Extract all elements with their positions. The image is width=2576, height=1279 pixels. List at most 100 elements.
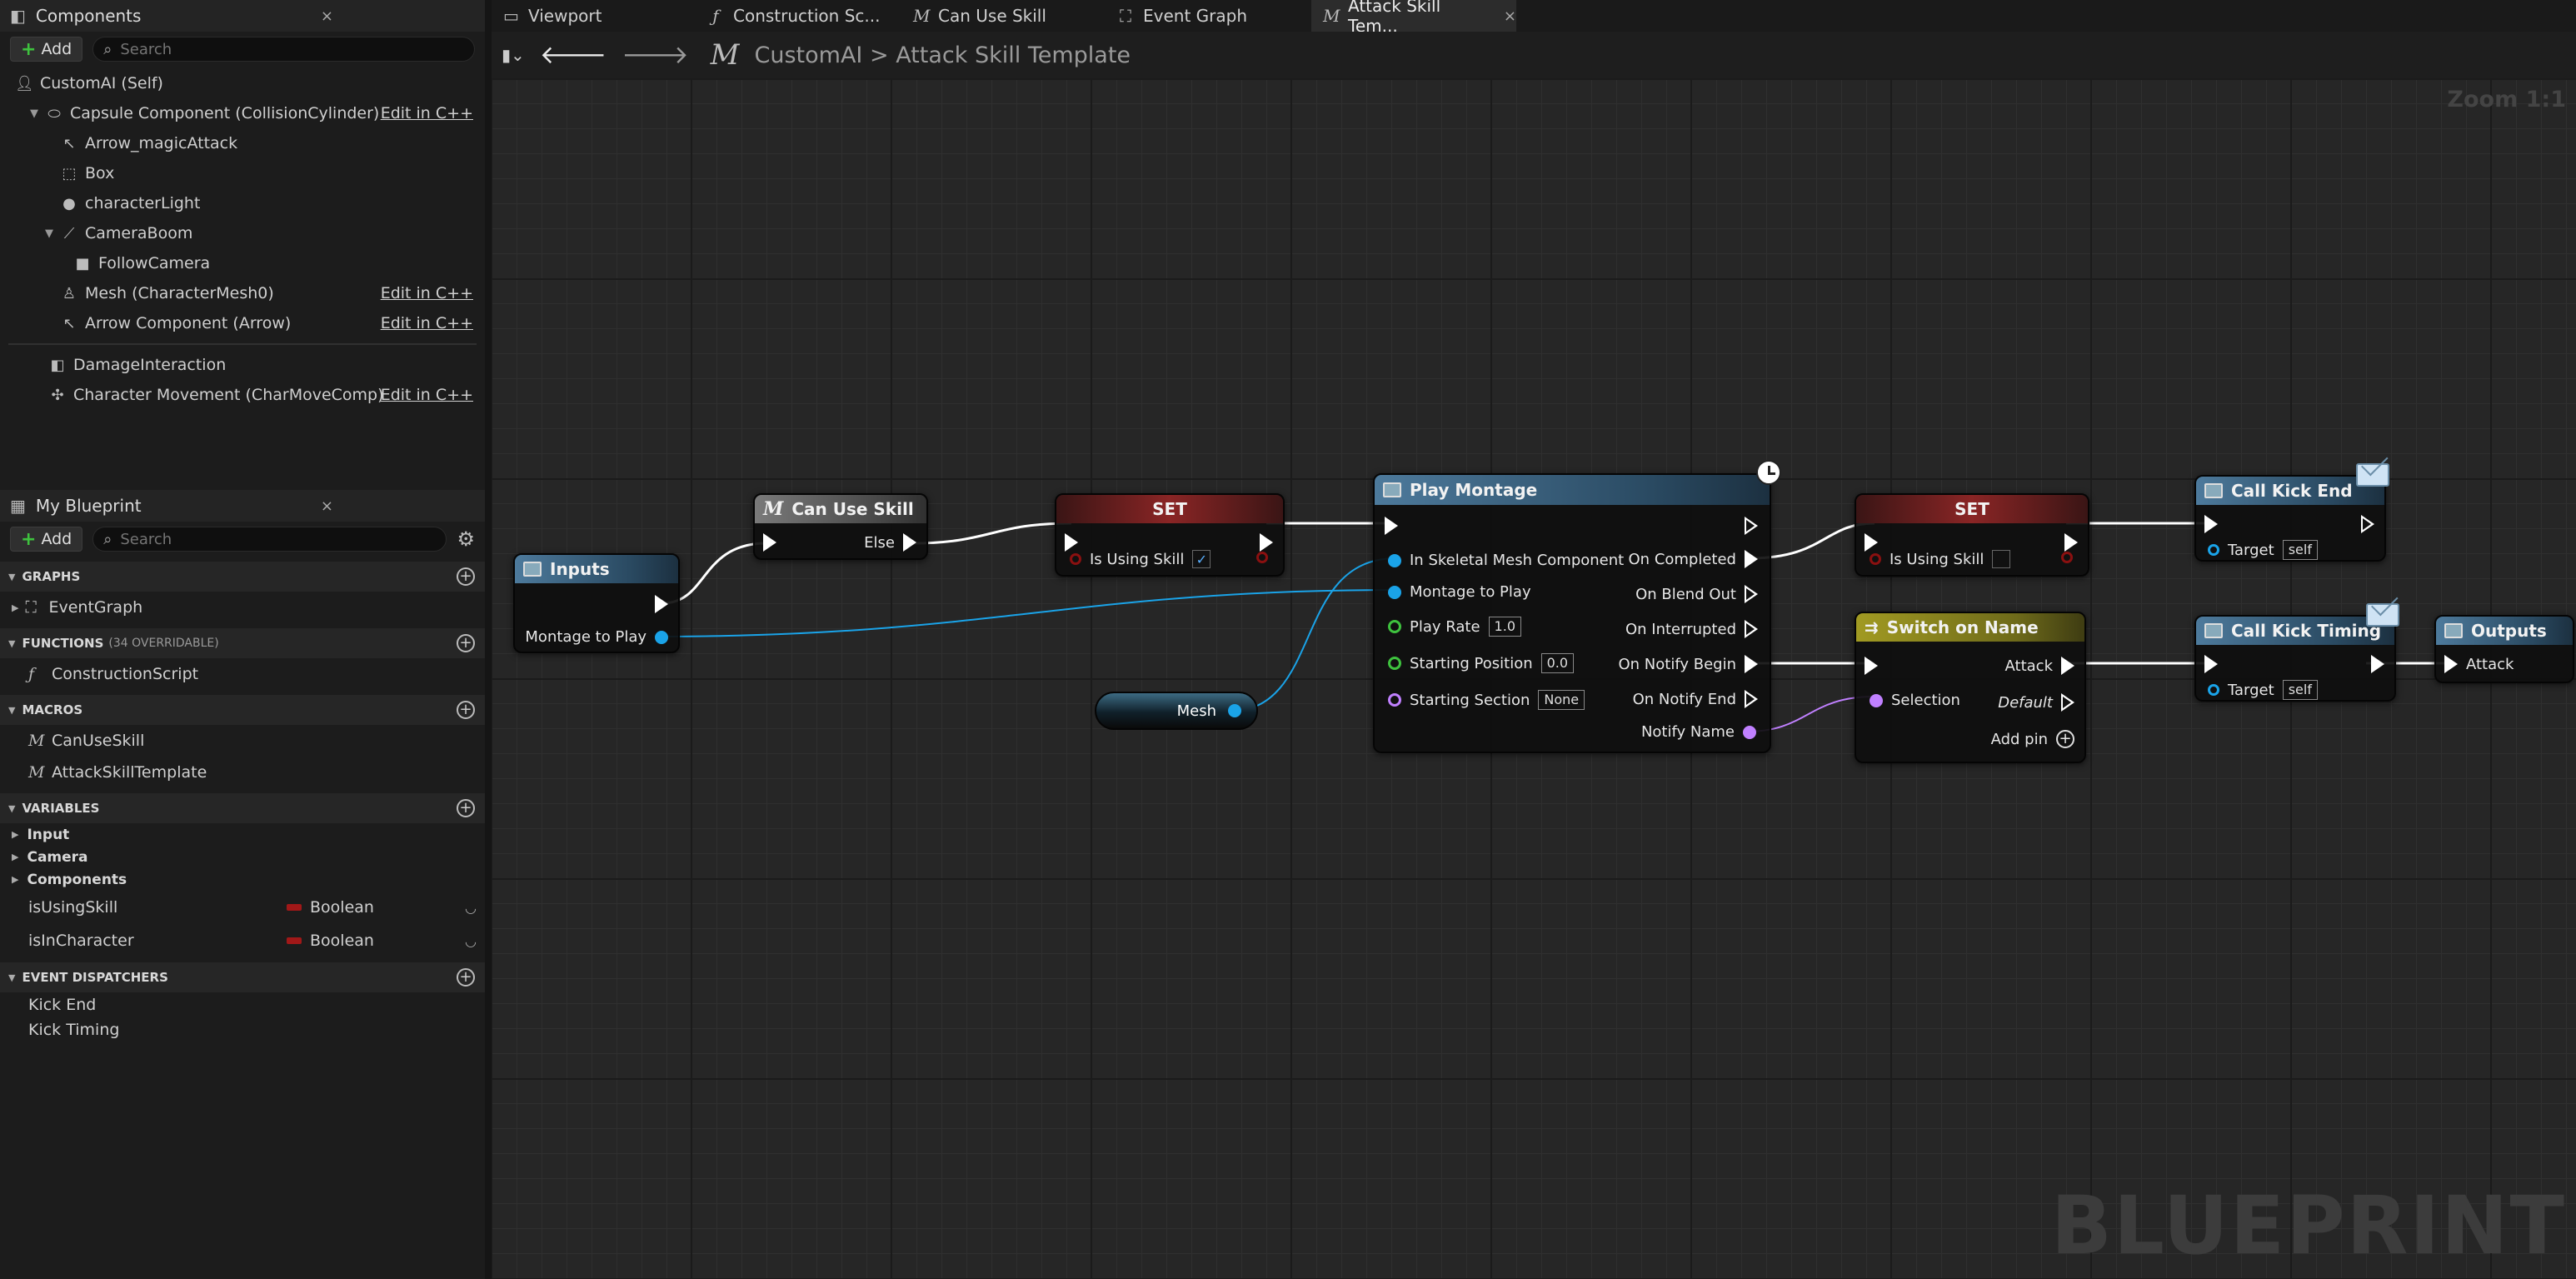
breadcrumb[interactable]: CustomAI > Attack Skill Template [755,42,1131,68]
graphs-section-header[interactable]: ▼ GRAPHS + [0,562,485,592]
object-pin-icon[interactable] [1228,704,1241,717]
forward-arrow-icon[interactable]: 🡒 [622,41,689,70]
exec-out-pin[interactable] [2064,533,2078,552]
components-search-input[interactable] [120,40,464,58]
edit-in-cpp-link[interactable]: Edit in C++ [380,314,473,332]
exec-out-pin[interactable] [655,595,668,613]
variables-section-header[interactable]: ▼ VARIABLES + [0,793,485,823]
add-graph-icon[interactable]: + [457,567,475,586]
graph-item-eventgraph[interactable]: ▶ ⛶ EventGraph [0,592,485,623]
edit-in-cpp-link[interactable]: Edit in C++ [380,386,473,404]
add-pin-button[interactable]: Add pin+ [1991,730,2074,748]
tree-item-self[interactable]: 👤︎ CustomAI (Self) [0,68,485,98]
variable-type[interactable]: Boolean [287,932,374,950]
tree-item-damage[interactable]: ◧ DamageInteraction [0,350,485,380]
checkbox-unchecked[interactable] [1992,550,2011,568]
add-member-button[interactable]: + Add [10,527,83,552]
close-icon[interactable]: × [320,7,333,25]
starting-position-input[interactable]: 0.0 [1540,653,1575,673]
tab-attack-skill-template[interactable]: M Attack Skill Tem... × [1311,0,1516,36]
eye-closed-icon[interactable]: ◡ [465,932,477,949]
tree-item-arrow-magic[interactable]: ↖ Arrow_magicAttack [0,128,485,158]
tree-item-movement[interactable]: ✣ Character Movement (CharMoveComp) Edit… [0,380,485,410]
blueprint-search-input[interactable] [120,530,437,548]
mesh-variable-node[interactable]: Mesh [1095,692,1258,730]
play-rate-input[interactable]: 1.0 [1488,617,1521,637]
eye-closed-icon[interactable]: ◡ [465,899,477,916]
tab-construction-script[interactable]: ƒ Construction Sc... [696,0,901,32]
variable-isusingskill[interactable]: isUsingSkill Boolean ◡ [0,891,485,924]
tree-item-arrow-component[interactable]: ↖ Arrow Component (Arrow) Edit in C++ [0,308,485,338]
on-blend-out-pin[interactable]: On Blend Out [1635,585,1758,603]
var-category-input[interactable]: ▶Input [0,823,485,846]
exec-out-pin[interactable] [2361,515,2374,533]
attack-in-pin[interactable]: Attack [2444,655,2514,673]
dispatcher-kick-timing[interactable]: Kick Timing [0,1017,485,1042]
collapse-arrow-icon[interactable]: ▼ [45,227,53,240]
tree-item-followcamera[interactable]: ■ FollowCamera [0,248,485,278]
my-blueprint-tab[interactable]: ▦ My Blueprint × [0,490,485,522]
exec-in-pin[interactable] [2204,515,2218,533]
in-skeletal-mesh-pin[interactable]: In Skeletal Mesh Component [1388,552,1624,569]
checkbox-checked[interactable]: ✓ [1192,550,1211,568]
default-pin[interactable]: Default [1998,693,2074,712]
starting-section-input[interactable]: None [1538,690,1585,710]
exec-out-pin[interactable] [1260,533,1273,552]
bool-out-pin[interactable] [2061,552,2073,563]
back-arrow-icon[interactable]: 🡐 [539,41,607,70]
gear-icon[interactable]: ⚙ [457,527,475,551]
exec-in-pin[interactable] [2204,655,2218,673]
attack-pin[interactable]: Attack [2005,657,2074,675]
set-is-using-skill-true-node[interactable]: SET Is Using Skill✓ [1055,493,1285,577]
edit-in-cpp-link[interactable]: Edit in C++ [380,104,473,122]
collapse-arrow-icon[interactable]: ▼ [30,107,38,120]
add-component-button[interactable]: + Add [10,37,83,62]
blueprint-search[interactable]: ⌕ [92,527,447,552]
functions-section-header[interactable]: ▼ FUNCTIONS (34 OVERRIDABLE) + [0,628,485,658]
var-category-components[interactable]: ▶Components [0,868,485,891]
close-icon[interactable]: × [1503,7,1516,25]
macros-section-header[interactable]: ▼ MACROS + [0,695,485,725]
on-notify-end-pin[interactable]: On Notify End [1633,690,1758,708]
outputs-node[interactable]: Outputs Attack [2434,615,2574,683]
expand-arrow-icon[interactable]: ▶ [12,602,19,613]
is-using-skill-pin[interactable]: Is Using Skill✓ [1070,550,1211,568]
montage-to-play-pin[interactable]: Montage to Play [525,628,668,646]
tab-can-use-skill[interactable]: M Can Use Skill [901,0,1106,32]
set-is-using-skill-false-node[interactable]: SET Is Using Skill [1855,493,2089,577]
bool-out-pin[interactable] [1256,552,1268,563]
variable-isincharacter[interactable]: isInCharacter Boolean ◡ [0,924,485,957]
tree-item-capsule[interactable]: ▼ ⬭ Capsule Component (CollisionCylinder… [0,98,485,128]
exec-in-pin[interactable] [1865,533,1878,552]
add-dispatcher-icon[interactable]: + [457,968,475,987]
exec-in-pin[interactable] [1385,517,1398,535]
play-montage-node[interactable]: Play Montage In Skeletal Mesh Component … [1373,460,1781,753]
on-notify-begin-pin[interactable]: On Notify Begin [1619,655,1758,673]
dispatcher-kick-end[interactable]: Kick End [0,992,485,1017]
tree-item-mesh[interactable]: ♙ Mesh (CharacterMesh0) Edit in C++ [0,278,485,308]
else-pin[interactable]: Else [864,533,916,552]
tree-item-light[interactable]: ● characterLight [0,188,485,218]
variable-type[interactable]: Boolean [287,898,374,917]
bookmark-dropdown-icon[interactable]: ▮⌄ [502,45,525,65]
tab-event-graph[interactable]: ⛶ Event Graph [1106,0,1311,32]
components-search[interactable]: ⌕ [92,37,475,62]
add-variable-icon[interactable]: + [457,799,475,817]
edit-in-cpp-link[interactable]: Edit in C++ [380,284,473,302]
add-macro-icon[interactable]: + [457,701,475,719]
exec-out-pin[interactable] [1745,517,1758,535]
montage-to-play-pin[interactable]: Montage to Play [1388,583,1531,601]
var-category-camera[interactable]: ▶Camera [0,846,485,868]
macro-item-canuseskill[interactable]: M CanUseSkill [0,725,485,757]
inputs-node[interactable]: Inputs Montage to Play [513,553,680,653]
on-interrupted-pin[interactable]: On Interrupted [1625,620,1758,638]
